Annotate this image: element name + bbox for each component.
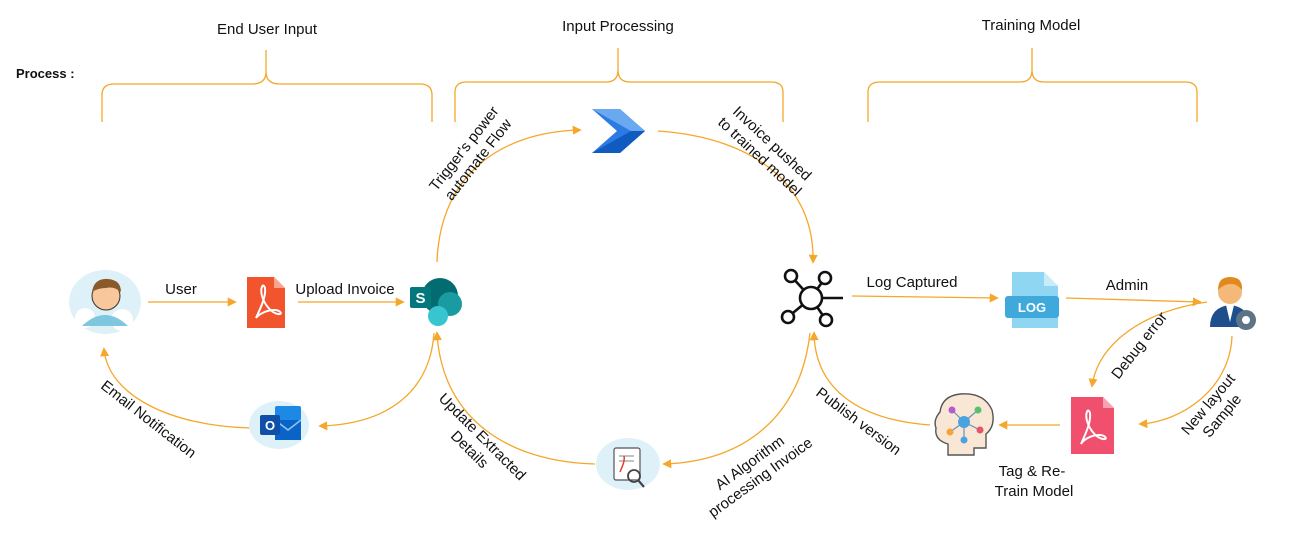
outlook-mail-icon: O	[249, 401, 309, 449]
section-end-user-input: End User Input	[217, 21, 318, 38]
arrow-sharepoint-to-outlook	[318, 332, 435, 431]
svg-text:S: S	[415, 290, 425, 307]
arrow-outlook-to-user	[100, 347, 251, 429]
arrow-admin-debug-to-pdf	[1088, 301, 1208, 388]
label-publish-version: Publish version	[813, 384, 904, 459]
label-user: User	[165, 281, 197, 298]
pdf-sample-icon	[1071, 397, 1114, 454]
label-admin: Admin	[1106, 277, 1149, 294]
arrow-hub-to-ai-processing	[662, 332, 811, 469]
brace-end-user-input	[101, 50, 433, 122]
document-search-icon	[596, 438, 660, 490]
log-file-icon: LOG	[1005, 272, 1059, 328]
arrow-log-to-admin	[1065, 297, 1202, 307]
pdf-document-icon	[247, 277, 285, 328]
process-label: Process :	[16, 66, 75, 81]
brace-input-processing	[454, 48, 784, 122]
label-upload-invoice: Upload Invoice	[295, 281, 394, 298]
ai-brain-icon	[934, 393, 994, 456]
svg-text:O: O	[265, 418, 275, 433]
label-tag-line1: Tag & Re-	[999, 463, 1066, 480]
brace-training-model	[867, 48, 1198, 122]
label-email-notification: Email Notification	[97, 377, 199, 462]
network-hub-icon	[780, 268, 843, 328]
admin-gear-icon	[1210, 277, 1256, 330]
sharepoint-icon: S	[410, 278, 462, 326]
svg-text:LOG: LOG	[1018, 300, 1046, 315]
arrow-sharepoint-to-automate	[436, 125, 582, 263]
label-tag-line2: Train Model	[995, 483, 1074, 500]
arrow-brain-to-hub	[809, 331, 931, 426]
arrow-ai-processing-to-sharepoint	[432, 331, 596, 465]
label-debug-error: Debug error	[1108, 309, 1171, 383]
arrow-automate-to-hub	[657, 130, 818, 264]
label-log-captured: Log Captured	[867, 274, 958, 291]
power-automate-icon	[592, 109, 645, 153]
section-input-processing: Input Processing	[562, 18, 674, 35]
arrow-hub-to-log	[851, 293, 999, 303]
user-avatar-icon	[69, 270, 141, 334]
section-training-model: Training Model	[982, 17, 1081, 34]
arrow-admin-to-pdf-sample	[1138, 335, 1233, 429]
